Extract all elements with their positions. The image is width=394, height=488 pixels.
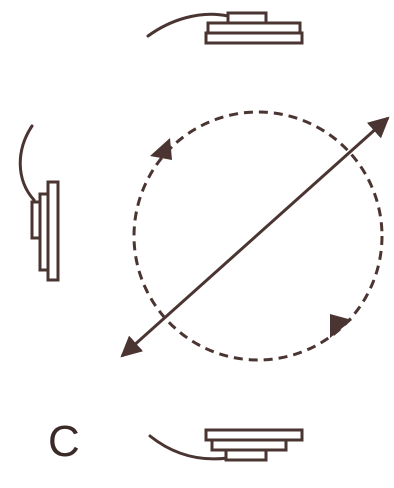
left-component: [20, 126, 58, 280]
top-base: [206, 33, 302, 43]
bottom-component: [150, 430, 302, 460]
top-component: [148, 13, 302, 43]
rotation-arrow-lower-right: [330, 314, 352, 338]
bottom-chip: [226, 450, 266, 460]
left-curve: [20, 126, 34, 200]
left-base: [48, 182, 58, 280]
rotation-arrow-upper-left: [150, 138, 172, 160]
panel-label: C: [48, 420, 80, 464]
